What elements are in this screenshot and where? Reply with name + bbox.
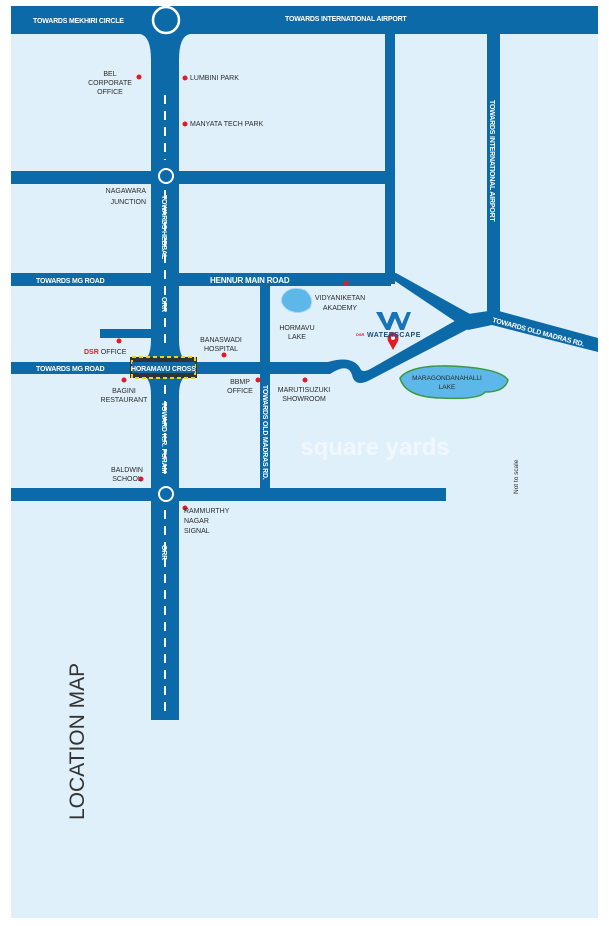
hennur-road	[11, 273, 391, 286]
road-label-airport-vertical: TOWARDS INTERNATIONAL AIRPORT	[488, 100, 495, 222]
project-brand: DSR	[356, 332, 365, 337]
top-road	[11, 6, 598, 34]
road-label-horamavu: HORAMAVU CROSS	[131, 366, 196, 373]
mekhri-roundabout	[151, 5, 181, 35]
nagawara-road	[11, 171, 386, 184]
project-name: WATERSCAPE	[367, 332, 421, 339]
diagonal-road	[383, 273, 470, 326]
place-manyata: MANYATA TECH PARK	[190, 121, 264, 128]
road-label-mekhri: TOWARDS MEKHIRI CIRCLE	[33, 18, 124, 25]
road-label-airport-top: TOWARDS INTERNATIONAL AIRPORT	[285, 16, 407, 23]
road-label-old-madras-vertical: TOWARDS OLD MADRAS RD.	[261, 385, 268, 480]
watermark: square yards	[300, 434, 449, 461]
road-label-mg-road-2: TOWARDS MG ROAD	[36, 366, 105, 373]
road-label-orr-2: ORR	[160, 545, 167, 560]
hormavu-lake	[280, 287, 313, 314]
road-label-hennur: HENNUR MAIN ROAD	[210, 276, 290, 285]
road-label-orr-1: ORR	[160, 297, 167, 312]
waterscape-logo-icon	[376, 312, 411, 330]
place-lumbini: LUMBINI PARK	[190, 75, 239, 82]
old-madras-road-diagonal	[455, 310, 598, 352]
map-background	[11, 6, 598, 918]
rammurthy-roundabout	[158, 486, 174, 502]
airport-road-vertical	[487, 34, 500, 324]
horamavu-cross-marker	[130, 356, 197, 379]
nagawara-roundabout	[158, 168, 174, 184]
not-to-scale-note: Not to scale	[513, 459, 520, 494]
short-road	[100, 329, 152, 338]
maragondanahalli-lake	[399, 365, 509, 400]
project-location-pin-icon	[387, 332, 399, 350]
place-markers	[116, 74, 349, 511]
road-label-mg-road-1: TOWARDS MG ROAD	[36, 278, 105, 285]
pin-center	[391, 336, 395, 340]
road-label-kr-puram: TOWARD K.R. PURAM	[160, 402, 167, 474]
old-madras-road-vertical	[260, 286, 270, 491]
vertical-road-1	[385, 34, 395, 284]
connector-road	[180, 318, 470, 384]
bottom-road	[11, 488, 446, 501]
road-label-hebbal: TOWARDS HEBBAL	[160, 195, 167, 260]
map-title: LOCATION MAP	[66, 663, 89, 820]
